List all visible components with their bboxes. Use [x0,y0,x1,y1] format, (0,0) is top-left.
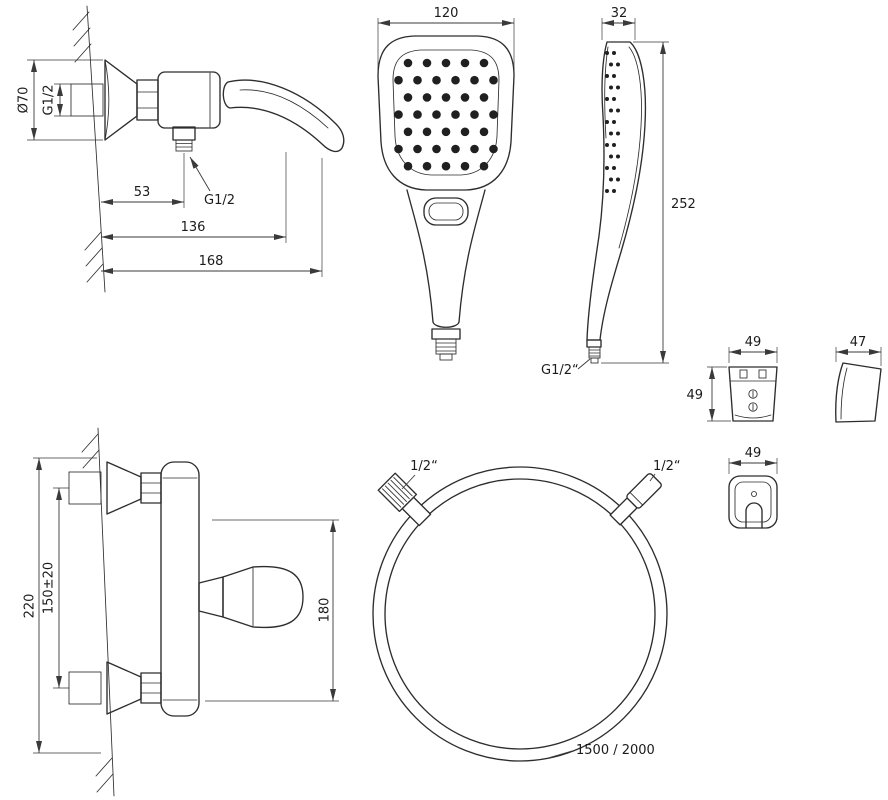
mixer-body-front [160,461,200,717]
hose-nut-left [377,472,432,527]
dim-label-hose-thread-left: 1/2“ [410,459,438,474]
lever-handle [222,79,345,153]
spray-face-outline [392,49,500,176]
mixer-side-view: Ø70 G1/2 53 G1/2 136 168 [17,5,345,293]
dim-holder-bottom-width: 49 [728,446,778,474]
knob [198,565,304,629]
dim-label-holder-depth: 47 [850,335,867,350]
profile-back-line [618,46,642,249]
dim-label-head-depth: 32 [611,6,628,21]
mode-button [423,197,469,226]
dim-head-depth: 32 [601,6,636,40]
escutcheon-face [104,59,110,141]
thread-callout-side: G1/2“ [541,358,591,378]
wall-section-top [72,5,106,293]
hex-nut-bottom [140,672,162,704]
holder-bottom-outline [728,475,778,529]
wall-line-front [97,427,115,797]
holder-side-view: 47 [835,335,882,423]
hose-view: 1/2“ 1/2“ 1500 / 2000 [372,459,681,762]
dim-label-overall-height: 220 [23,594,38,619]
dim-label-body-depth: 136 [181,220,206,235]
dim-label-head-width: 120 [434,6,459,21]
hose-coil-outer [372,466,668,762]
profile-face-line [604,46,609,139]
wall-pipe-top [68,471,102,505]
hose-connector-side [586,339,602,364]
dim-length: 252 [601,41,696,364]
holder-screw-hole [751,491,757,497]
screw-bottom [748,402,758,412]
dim-label-hose-thread-right: 1/2“ [653,459,681,474]
wall-section-bottom [81,427,115,797]
escutcheon [104,59,138,141]
dim-holder-width: 49 [728,335,778,363]
wall-hatch-marks [72,11,104,283]
wall-pipe-bottom [68,671,102,705]
spray-dots-front [394,58,498,171]
wall-hatch-marks-front [81,433,114,793]
hose-connector [431,328,461,361]
hose-ferrule-right [609,473,662,526]
mixer-front-view: 220 150±20 180 [23,427,339,797]
dim-holder-depth: 47 [835,335,882,366]
handset-side-view: 32 252 G1/2“ [541,6,696,378]
handset-front-view: 120 [377,6,515,361]
mixer-body [157,71,221,129]
dim-escutcheon-dia: Ø70 [17,59,103,141]
dim-label-length: 252 [671,197,696,212]
hex-nut [136,79,159,121]
dim-label-outlet-offset: 53 [134,185,151,200]
holder-bottom-view: 49 [728,446,778,529]
dim-label-handset-thread: G1/2“ [541,363,579,378]
dim-label-hose-length: 1500 / 2000 [576,743,655,758]
wall-line [86,5,106,293]
escutcheon-bottom [106,661,142,715]
dim-body-depth: 136 [101,152,287,243]
spray-dots-side [605,51,620,193]
handle [406,189,486,328]
holder-slot-right [758,369,767,379]
dim-pipe-centers: 150±20 [42,487,69,689]
dim-label-total-depth: 168 [199,254,224,269]
dim-label-pipe-centers: 150±20 [42,562,57,614]
dim-head-width: 120 [377,6,515,70]
holder-side-outline [835,362,882,423]
dim-label-holder-width: 49 [745,335,762,350]
dim-label-holder-height: 49 [686,388,703,403]
length-callout: 1500 / 2000 [547,743,655,759]
dim-label-holder-bottom-width: 49 [745,446,762,461]
escutcheon-top [106,461,142,515]
wall-pipe [70,83,104,117]
dim-label-outlet-thread: G1/2 [204,193,235,208]
hose-coil-inner [384,478,656,750]
outlet-stub [172,126,196,152]
dim-label-side-height: 180 [318,598,333,623]
dim-side-height: 180 [205,519,339,702]
dim-wall-thread: G1/2 [42,83,71,117]
holder-front-view: 49 49 [686,335,778,422]
holder-hook-slot [745,502,763,529]
thread-callout-left: 1/2“ [401,459,438,490]
holder-front-outline [728,366,778,422]
dim-outlet-offset: 53 [101,153,185,208]
holder-slot-left [739,369,748,379]
dim-total-depth: 168 [101,158,323,277]
head-outline [377,35,515,191]
hex-nut-top [140,472,162,504]
outlet-thread-callout: G1/2 [189,156,235,208]
dim-holder-height: 49 [686,366,731,422]
screw-top [748,389,758,399]
thread-callout-right: 1/2“ [649,459,681,482]
dim-label-escutcheon-dia: Ø70 [17,87,32,114]
dim-overall-height: 220 [23,457,101,754]
dim-label-wall-thread: G1/2 [42,85,57,116]
